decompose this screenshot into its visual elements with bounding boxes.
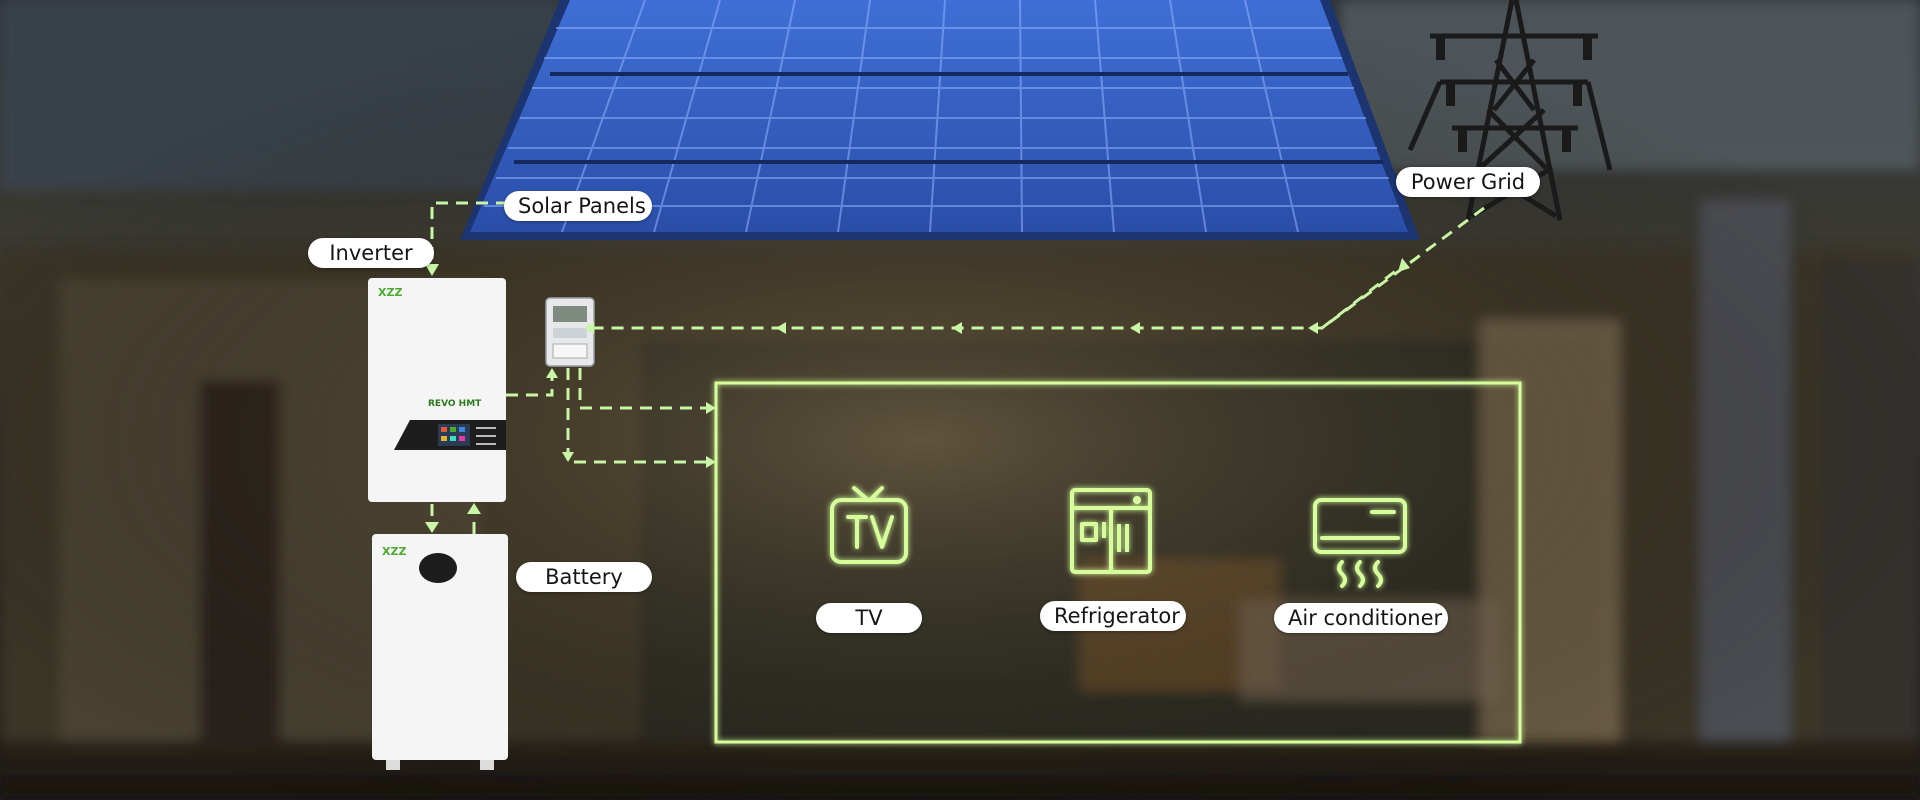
flow-grid-to-meter-lower <box>1321 264 1403 330</box>
flow-lines <box>430 201 1485 534</box>
battery-brand: XZZ <box>382 545 406 558</box>
solar-panel-array <box>460 0 1420 240</box>
flow-solar-to-inverter <box>430 201 508 266</box>
label-power-grid: Power Grid <box>1396 167 1540 197</box>
label-solar-panels: Solar Panels <box>504 191 652 221</box>
inverter-model: REVO HMT <box>428 399 482 409</box>
flow-inverter-to-meter <box>506 376 554 397</box>
label-tv: TV <box>816 603 922 633</box>
appliance-area-frame <box>714 381 1522 744</box>
inverter-device: XZZ REVO HMT <box>368 278 506 502</box>
flow-arrowheads <box>425 258 1410 533</box>
insulators <box>1436 38 1592 152</box>
label-air-conditioner: Air conditioner <box>1274 603 1448 633</box>
electric-meter-icon <box>545 297 595 367</box>
label-inverter: Inverter <box>308 238 434 268</box>
battery-device: XZZ <box>372 534 508 770</box>
inverter-brand: XZZ <box>378 286 402 299</box>
flow-meter-to-load-lower <box>566 368 706 464</box>
label-battery: Battery <box>516 562 652 592</box>
air-conditioner-icon <box>1313 498 1407 588</box>
flow-meter-to-load-upper <box>578 368 706 410</box>
tv-icon <box>830 486 908 564</box>
label-refrigerator: Refrigerator <box>1040 601 1186 631</box>
refrigerator-icon <box>1070 488 1152 574</box>
